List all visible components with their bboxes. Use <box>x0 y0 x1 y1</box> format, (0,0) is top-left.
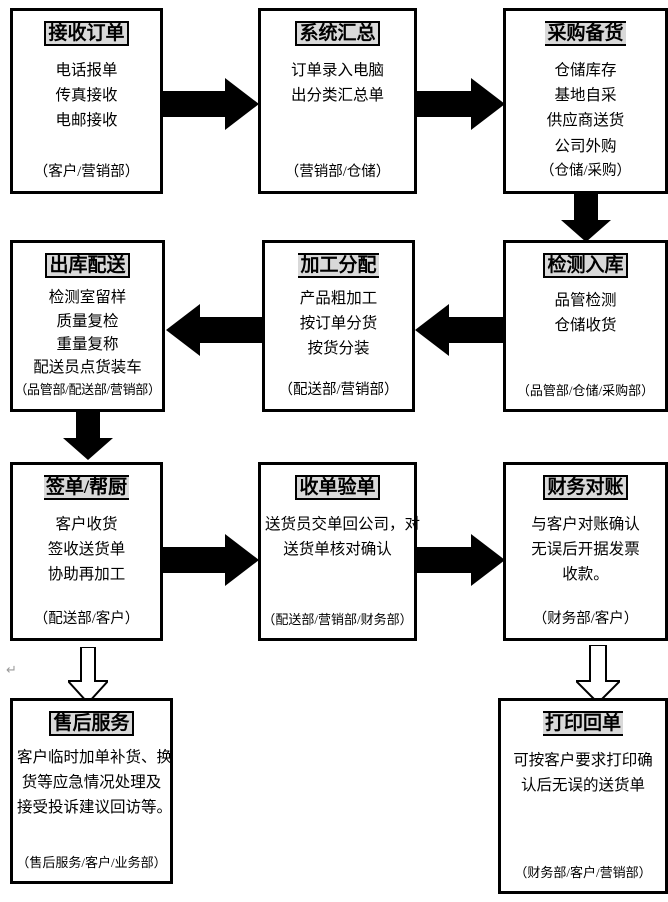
node-title: 财务对账 <box>543 475 628 501</box>
node-line: 无误后开据发票 <box>531 541 640 559</box>
node-line: 配送员点货装车 <box>33 359 142 377</box>
node-inspect-warehouse[interactable]: 检测入库 品管检测 仓储收货 （品管部/仓储/采购部） <box>503 240 668 412</box>
node-line: 传真接收 <box>55 87 118 105</box>
connector-system-summary-to-purchase-stock <box>417 78 505 130</box>
node-body: 订单录入电脑 出分类汇总单 <box>265 58 410 108</box>
node-owner: （营销部/仓储） <box>284 164 391 180</box>
node-system-summary[interactable]: 系统汇总 订单录入电脑 出分类汇总单 （营销部/仓储） <box>258 8 417 194</box>
node-line: 重量复称 <box>56 335 119 353</box>
node-after-sales[interactable]: 售后服务 客户临时加单补货、换 货等应急情况处理及 接受投诉建议回访等。 （售后… <box>10 698 173 884</box>
node-line: 与客户对账确认 <box>531 516 640 534</box>
connector-sign-assist-to-receipt-verify <box>163 534 259 586</box>
node-line: 品管检测 <box>554 292 617 310</box>
node-line: 签收送货单 <box>47 541 126 559</box>
node-title: 加工分配 <box>298 253 379 279</box>
node-line: 仓储收货 <box>554 317 617 335</box>
node-title: 系统汇总 <box>295 21 380 47</box>
node-body: 产品粗加工 按订单分货 按货分装 <box>269 286 408 361</box>
node-owner: （配送部/客户） <box>33 611 140 627</box>
node-body: 可按客户要求打印确 认后无误的送货单 <box>505 748 661 798</box>
node-title: 售后服务 <box>49 711 134 737</box>
node-owner: （售后服务/客户/业务部） <box>16 855 167 870</box>
node-owner: （配送部/营销部/财务部） <box>262 612 413 627</box>
node-body: 与客户对账确认 无误后开据发票 收款。 <box>510 512 661 587</box>
node-line: 仓储库存 <box>554 62 617 80</box>
connector-process-allocate-to-outbound-delivery <box>166 304 262 356</box>
connector-inspect-warehouse-to-process-allocate <box>415 304 503 356</box>
connector-sign-assist-to-after-sales <box>68 647 108 703</box>
node-line: 认后无误的送货单 <box>520 777 645 795</box>
node-title: 检测入库 <box>543 253 628 279</box>
node-title: 采购备货 <box>545 21 626 47</box>
node-line: 质量复检 <box>56 312 119 330</box>
node-line: 送货员交单回公司，对 <box>265 516 421 534</box>
node-line: 出分类汇总单 <box>290 87 384 105</box>
node-line: 检测室留样 <box>48 289 127 307</box>
node-body: 电话报单 传真接收 电邮接收 <box>17 58 156 133</box>
node-line: 送货单核对确认 <box>283 541 392 559</box>
node-body: 送货员交单回公司，对 送货单核对确认 <box>265 512 421 562</box>
node-line: 客户临时加单补货、换 <box>17 749 173 767</box>
node-title: 接收订单 <box>44 21 129 47</box>
node-purchase-stock[interactable]: 采购备货 仓储库存 基地自采 供应商送货 公司外购 （仓储/采购） <box>503 8 668 194</box>
node-body: 检测室留样 质量复检 重量复称 配送员点货装车 <box>17 286 158 379</box>
node-line: 基地自采 <box>554 87 617 105</box>
node-line: 收款。 <box>562 566 609 584</box>
node-body: 客户收货 签收送货单 协助再加工 <box>17 512 156 587</box>
node-line: 协助再加工 <box>47 566 126 584</box>
node-sign-assist[interactable]: 签单/帮厨 客户收货 签收送货单 协助再加工 （配送部/客户） <box>10 462 163 641</box>
node-line: 产品粗加工 <box>299 290 378 308</box>
node-line: 公司外购 <box>554 137 617 155</box>
node-title: 收单验单 <box>295 475 380 501</box>
node-line: 按货分装 <box>307 340 370 358</box>
node-line: 供应商送货 <box>546 112 625 130</box>
node-receive-order[interactable]: 接收订单 电话报单 传真接收 电邮接收 （客户/营销部） <box>10 8 163 194</box>
node-outbound-delivery[interactable]: 出库配送 检测室留样 质量复检 重量复称 配送员点货装车 （品管部/配送部/营销… <box>10 240 165 412</box>
node-owner: （财务部/客户） <box>532 611 639 627</box>
node-owner: （客户/营销部） <box>33 164 140 180</box>
node-line: 按订单分货 <box>299 315 378 333</box>
node-title: 打印回单 <box>542 711 623 737</box>
node-print-receipt[interactable]: 打印回单 可按客户要求打印确 认后无误的送货单 （财务部/客户/营销部） <box>498 698 668 894</box>
node-line: 可按客户要求打印确 <box>513 752 653 770</box>
node-body: 客户临时加单补货、换 货等应急情况处理及 接受投诉建议回访等。 <box>17 746 173 820</box>
node-process-allocate[interactable]: 加工分配 产品粗加工 按订单分货 按货分装 （配送部/营销部） <box>262 240 415 412</box>
node-owner: （配送部/营销部） <box>278 382 399 398</box>
node-line: 电话报单 <box>55 62 118 80</box>
node-line: 订单录入电脑 <box>290 62 384 80</box>
node-owner: （品管部/仓储/采购部） <box>516 383 655 398</box>
connector-receive-order-to-system-summary <box>163 78 259 130</box>
node-finance-reconcile[interactable]: 财务对账 与客户对账确认 无误后开据发票 收款。 （财务部/客户） <box>503 462 668 641</box>
node-body: 仓储库存 基地自采 供应商送货 公司外购 <box>510 58 661 158</box>
connector-finance-reconcile-to-print-receipt <box>576 645 620 703</box>
paragraph-mark: ↵ <box>6 662 17 677</box>
node-owner: （品管部/配送部/营销部） <box>14 382 161 398</box>
node-line: 电邮接收 <box>55 112 118 130</box>
node-owner: （财务部/客户/营销部） <box>514 865 652 880</box>
node-title: 出库配送 <box>45 253 130 279</box>
node-line: 客户收货 <box>55 516 118 534</box>
node-receipt-verify[interactable]: 收单验单 送货员交单回公司，对 送货单核对确认 （配送部/营销部/财务部） <box>258 462 421 641</box>
node-line: 货等应急情况处理及 <box>21 774 162 792</box>
connector-outbound-delivery-to-sign-assist <box>63 412 113 460</box>
node-body: 品管检测 仓储收货 <box>510 288 661 338</box>
connector-receipt-verify-to-finance-reconcile <box>417 534 505 586</box>
connector-purchase-stock-to-inspect-warehouse <box>561 194 611 242</box>
node-title: 签单/帮厨 <box>43 475 130 501</box>
node-line: 接受投诉建议回访等。 <box>17 798 173 816</box>
node-owner: （仓储/采购） <box>539 162 632 179</box>
